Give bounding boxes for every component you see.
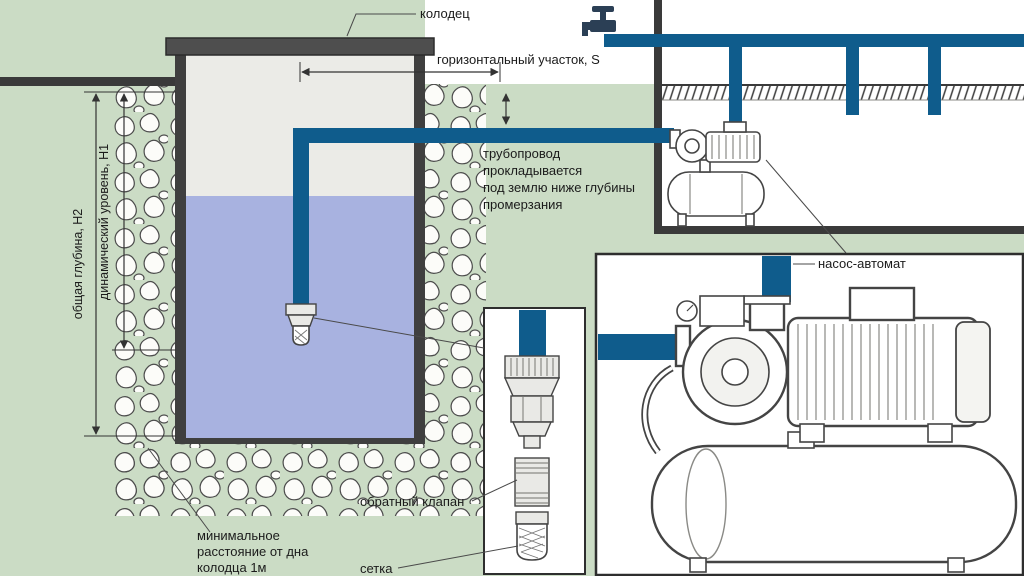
pipe-drop-1 — [846, 47, 859, 115]
leader-well — [346, 13, 416, 37]
svg-text:трубопровод: трубопровод — [483, 146, 561, 161]
dim-total-depth: общая глубина, Н2 — [71, 91, 176, 437]
svg-text:под землю ниже глубины: под землю ниже глубины — [483, 180, 635, 195]
label-well: колодец — [420, 6, 470, 21]
leader-check-valve — [471, 479, 518, 502]
small-pump-station — [667, 121, 765, 227]
pipe-pump-riser — [729, 47, 742, 122]
label-strainer: сетка — [360, 561, 393, 576]
svg-text:расстояние от дна: расстояние от дна — [197, 544, 309, 559]
dim-horizontal-section: горизонтальный участок, S — [299, 52, 600, 82]
foot-valve — [285, 303, 317, 346]
stones-right — [424, 84, 486, 480]
ground-hatch — [662, 85, 1024, 100]
svg-text:промерзания: промерзания — [483, 197, 562, 212]
leader-strainer — [397, 545, 519, 569]
well-wall-left — [175, 54, 186, 444]
label-pump-station: насос-автомат — [818, 256, 906, 271]
pipe-inset-inlet — [598, 334, 678, 360]
pipe-drop-2 — [928, 47, 941, 115]
label-pipeline-note: трубопровод прокладывается под землю ниж… — [483, 146, 635, 212]
leader-footvalve-detail — [313, 317, 485, 349]
ground-bar-left — [0, 77, 176, 86]
label-dynamic-level: динамический уровень, Н1 — [97, 144, 111, 300]
pipe-underground — [293, 128, 674, 143]
well-lid — [165, 37, 435, 56]
svg-text:колодца 1м: колодца 1м — [197, 560, 267, 575]
svg-text:прокладывается: прокладывается — [483, 163, 582, 178]
label-horizontal-section: горизонтальный участок, S — [437, 52, 600, 67]
pipe-top-horizontal — [604, 34, 1024, 47]
check-valve-detail — [483, 307, 586, 575]
well-bottom — [175, 438, 425, 444]
pump-station-detail — [594, 252, 1024, 576]
pipe-inset-outlet — [762, 256, 791, 302]
leader-pump-detail — [765, 159, 847, 254]
leader-min-distance — [147, 447, 211, 533]
house-wall — [654, 0, 662, 232]
svg-text:минимальное: минимальное — [197, 528, 280, 543]
stones-bottom — [114, 438, 486, 516]
label-check-valve: обратный клапан — [360, 494, 464, 509]
label-total-depth: общая глубина, Н2 — [71, 209, 85, 320]
dim-dynamic-level: динамический уровень, Н1 — [97, 93, 176, 351]
tap-icon — [582, 6, 616, 36]
house-floor — [654, 226, 1024, 234]
pipe-riser-well — [293, 128, 309, 304]
label-min-distance: минимальное расстояние от дна колодца 1м — [197, 528, 309, 575]
well-wall-right — [414, 54, 425, 444]
pipe-valve-inset — [519, 310, 546, 358]
